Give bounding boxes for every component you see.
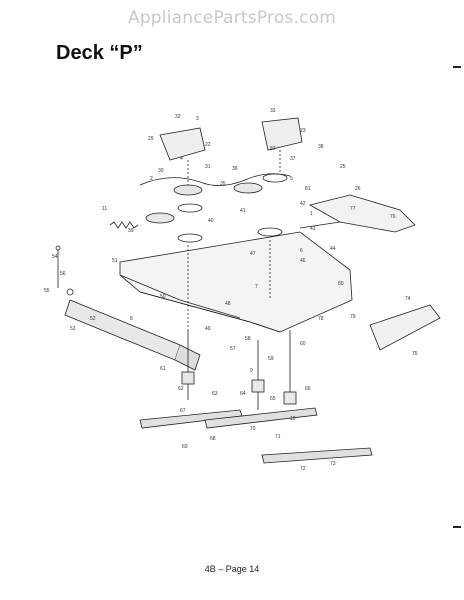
spindle-pulley-mid: [177, 233, 203, 243]
left-pulley-bracket: [159, 127, 206, 161]
part-number-label: 43: [310, 226, 316, 232]
part-number-label: 4: [180, 156, 183, 162]
pulley-left: [173, 184, 203, 196]
part-number-label: 55: [44, 288, 50, 294]
part-number-label: 5: [290, 176, 293, 182]
part-number-label: 70: [250, 426, 256, 432]
part-number-label: 78: [318, 316, 324, 322]
part-number-label: 79: [350, 314, 356, 320]
part-number-label: 1: [310, 211, 313, 217]
part-number-label: 60: [300, 341, 306, 347]
part-number-label: 39: [128, 228, 134, 234]
part-number-label: 51: [112, 258, 118, 264]
part-number-label: 62: [178, 386, 184, 392]
part-number-label: 31: [205, 164, 211, 170]
part-number-label: 77: [350, 206, 356, 212]
part-number-label: 53: [70, 326, 76, 332]
part-number-label: 52: [90, 316, 96, 322]
part-number-label: 38: [318, 144, 324, 150]
part-number-label: 26: [355, 186, 361, 192]
tension-spring: [109, 221, 139, 229]
part-number-label: 74: [405, 296, 411, 302]
part-number-label: 37: [290, 156, 296, 162]
part-number-label: 33: [270, 108, 276, 114]
part-number-label: 41: [240, 208, 246, 214]
part-number-label: 30: [158, 168, 164, 174]
spindle-pulley-left: [145, 212, 175, 224]
part-number-label: 42: [300, 201, 306, 207]
part-number-label: 49: [205, 326, 211, 332]
part-number-label: 44: [330, 246, 336, 252]
spindle-pulley-right: [257, 227, 283, 237]
part-number-label: 58: [245, 336, 251, 342]
part-number-label: 80: [338, 281, 344, 287]
drive-belt: [139, 173, 291, 186]
part-number-label: 76: [390, 214, 396, 220]
part-number-label: 25: [340, 164, 346, 170]
part-number-label: 23: [300, 128, 306, 134]
part-number-label: 40: [208, 218, 214, 224]
part-number-label: 8: [130, 316, 133, 322]
part-number-label: 61: [160, 366, 166, 372]
part-number-label: 64: [240, 391, 246, 397]
part-number-label: 35: [220, 181, 226, 187]
part-number-label: 9: [250, 368, 253, 374]
right-pulley-bracket: [261, 117, 303, 151]
part-number-label: 65: [270, 396, 276, 402]
watermark: AppliancePartsPros.com: [127, 8, 336, 28]
deck-lift-arm: [308, 194, 416, 233]
part-number-label: 7: [255, 284, 258, 290]
part-number-label: 69: [182, 444, 188, 450]
part-number-label: 50: [160, 294, 166, 300]
part-number-label: 75: [412, 351, 418, 357]
part-number-label: 11: [102, 206, 107, 212]
part-number-label: 56: [60, 271, 66, 277]
part-number-label: 36: [232, 166, 238, 172]
pulley-right: [233, 182, 263, 194]
part-number-label: 68: [210, 436, 216, 442]
part-number-label: 47: [250, 251, 256, 257]
discharge-chute: [369, 304, 441, 351]
blade-center: [204, 407, 318, 429]
part-number-label: 66: [305, 386, 311, 392]
part-number-label: 32: [175, 114, 181, 120]
part-number-label: 71: [275, 434, 281, 440]
part-number-label: 81: [305, 186, 311, 192]
part-number-label: 46: [300, 258, 306, 264]
page-edge-mark-top: [453, 66, 461, 68]
part-number-label: 73: [330, 461, 336, 467]
part-number-label: 72: [300, 466, 306, 472]
part-number-label: 6: [300, 248, 303, 254]
part-number-label: 48: [225, 301, 231, 307]
part-number-label: 2: [150, 176, 153, 182]
rear-roller: [64, 299, 181, 361]
part-number-label: 22: [205, 142, 211, 148]
part-number-label: 57: [230, 346, 236, 352]
pulley-center-left: [177, 203, 203, 213]
page-footer: 4B – Page 14: [204, 564, 260, 574]
part-number-label: 54: [52, 254, 58, 260]
part-number-label: 29: [148, 136, 154, 142]
part-number-label: 63: [212, 391, 218, 397]
pulley-right-2: [262, 173, 288, 183]
part-number-label: 59: [268, 356, 274, 362]
part-number-label: 67: [180, 408, 186, 414]
part-number-label: 10: [290, 416, 296, 422]
blade-right: [261, 447, 373, 464]
page-title: Deck “P”: [56, 42, 143, 64]
part-number-label: 3: [196, 116, 199, 122]
page-edge-mark-bottom: [453, 526, 461, 528]
part-number-label: 82: [270, 146, 276, 152]
